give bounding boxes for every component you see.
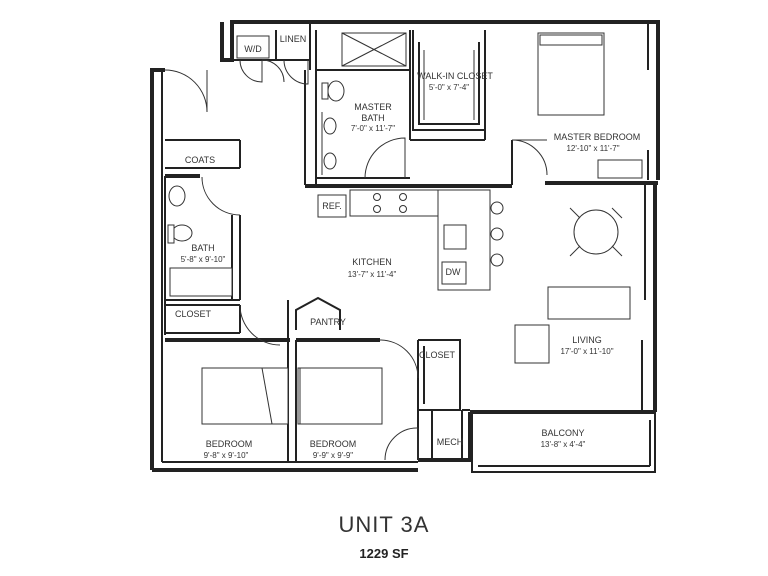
master-bedroom-label: MASTER BEDROOM <box>554 132 641 142</box>
balcony-dims: 13'-8" x 4'-4" <box>541 440 586 449</box>
doors <box>164 59 548 461</box>
unit-title: UNIT 3A <box>338 512 430 537</box>
fixtures <box>167 32 643 425</box>
closet-bed-label: CLOSET <box>419 350 456 360</box>
unit-area: 1229 SF <box>359 546 409 561</box>
closet-hall-label: CLOSET <box>175 309 212 319</box>
dw-label: DW <box>446 267 461 277</box>
floor-plan: W/D LINEN WALK-IN CLOSET 5'-0" x 7'-4" M… <box>150 20 660 473</box>
room-labels: W/D LINEN WALK-IN CLOSET 5'-0" x 7'-4" M… <box>175 34 640 460</box>
coats-label: COATS <box>185 155 215 165</box>
bedroom-2-dims: 9'-9" x 9'-9" <box>313 451 353 460</box>
balcony-label: BALCONY <box>541 428 584 438</box>
ref-label: REF. <box>322 201 342 211</box>
master-bath-label-1: MASTER <box>354 102 392 112</box>
mech-label: MECH <box>437 437 464 447</box>
master-bath-label-2: BATH <box>361 113 384 123</box>
bedroom-1-label: BEDROOM <box>206 439 253 449</box>
bath-dims: 5'-8" x 9'-10" <box>181 255 226 264</box>
walk-in-closet-label: WALK-IN CLOSET <box>417 71 493 81</box>
bedroom-1-dims: 9'-8" x 9'-10" <box>204 451 249 460</box>
wd-label: W/D <box>244 44 262 54</box>
pantry-label: PANTRY <box>310 317 346 327</box>
linen-label: LINEN <box>280 34 307 44</box>
kitchen-dims: 13'-7" x 11'-4" <box>348 270 397 279</box>
living-dims: 17'-0" x 11'-10" <box>560 347 613 356</box>
kitchen-label: KITCHEN <box>352 257 392 267</box>
walk-in-closet-dims: 5'-0" x 7'-4" <box>429 83 469 92</box>
bath-label: BATH <box>191 243 214 253</box>
interior-walls <box>164 22 513 462</box>
master-bath-dims: 7'-0" x 11'-7" <box>351 124 395 133</box>
living-label: LIVING <box>572 335 602 345</box>
exterior-walls <box>150 20 660 473</box>
master-bedroom-dims: 12'-10" x 11'-7" <box>566 144 619 153</box>
bedroom-2-label: BEDROOM <box>310 439 357 449</box>
